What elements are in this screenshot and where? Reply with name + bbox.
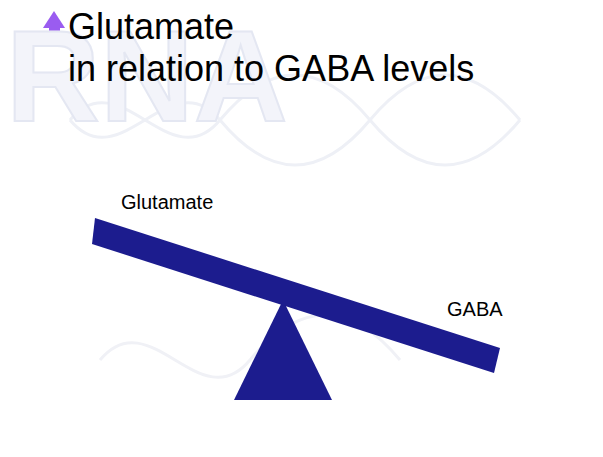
seesaw-label: Glutamate <box>121 191 213 214</box>
title: Glutamate <box>68 6 234 47</box>
seesaw-bar <box>92 218 500 373</box>
title-line: in relation to GABA levels <box>68 48 474 89</box>
seesaw-label: GABA <box>447 298 503 321</box>
